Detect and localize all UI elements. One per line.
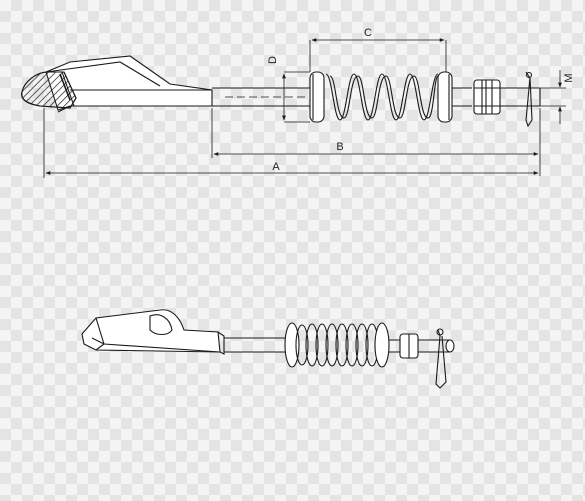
perspective-cotter-pin xyxy=(435,329,447,389)
dimension-b xyxy=(211,108,541,176)
dimension-a-label: A xyxy=(272,161,280,173)
rod xyxy=(212,87,541,107)
left-washer xyxy=(309,71,325,123)
right-washer xyxy=(437,71,453,123)
dimension-m-label: M xyxy=(563,73,575,82)
hex-nut xyxy=(473,79,501,115)
dimension-c xyxy=(309,38,447,72)
clevis-head xyxy=(21,55,213,113)
dimension-a xyxy=(43,108,539,178)
dimensioned-view xyxy=(21,38,566,178)
spring xyxy=(325,73,439,121)
dimension-m xyxy=(540,70,566,124)
dimension-c-label: C xyxy=(364,27,372,39)
perspective-spring xyxy=(284,322,390,368)
dimension-d-label: D xyxy=(267,56,279,64)
perspective-view xyxy=(81,309,455,389)
dimension-b-label: B xyxy=(336,141,343,153)
cotter-pin xyxy=(525,71,533,128)
dimension-d xyxy=(282,71,310,123)
